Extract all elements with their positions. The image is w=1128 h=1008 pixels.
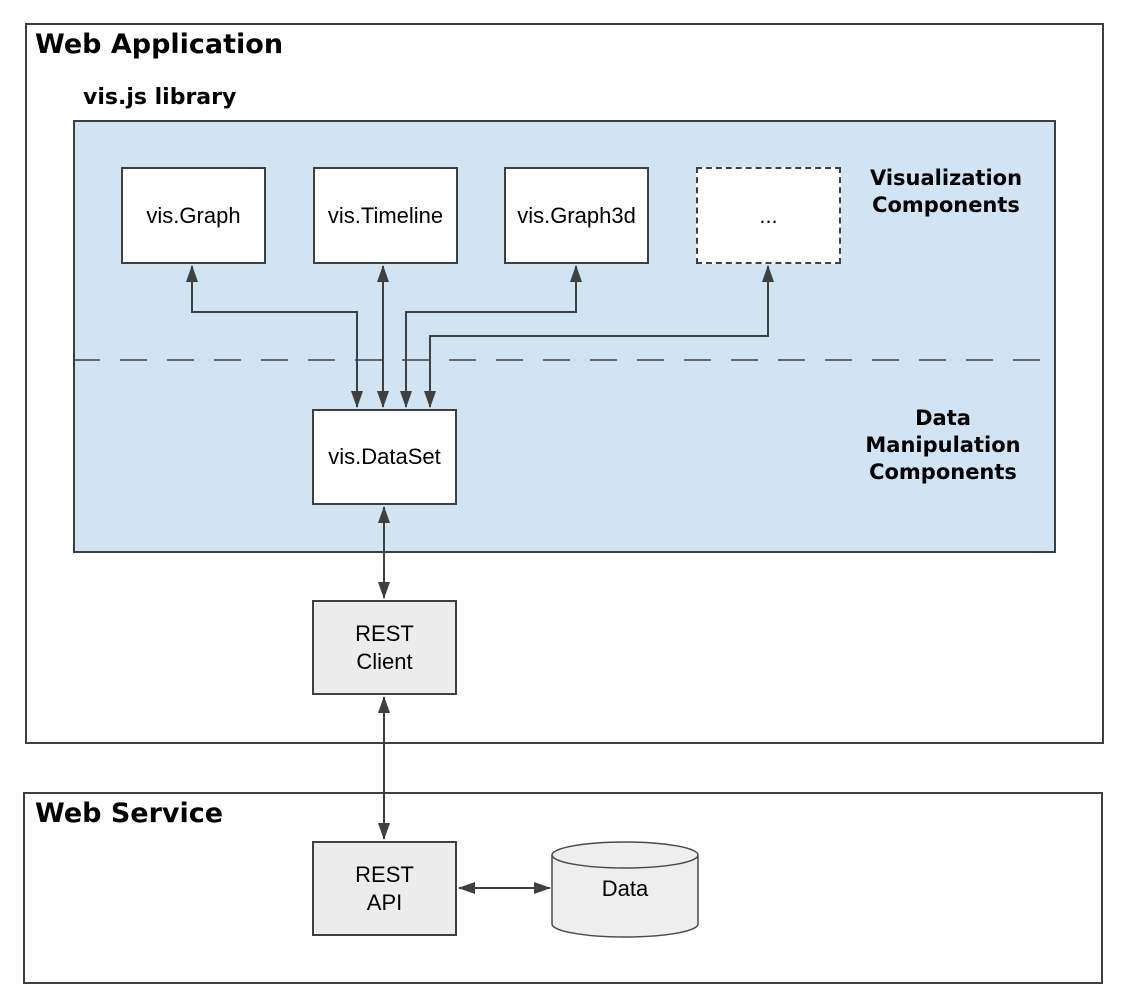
web-service-title: Web Service [35,798,224,829]
data-store-label: Data [601,875,649,901]
web-application-title: Web Application [35,29,284,60]
data-manipulation-components-label: Data Manipulation Components [865,406,1021,484]
node-vis-graph3d: vis.Graph3d [504,167,649,264]
node-vis-dataset: vis.DataSet [312,409,457,505]
node-vis-timeline: vis.Timeline [313,167,458,264]
node-vis-graph: vis.Graph [121,167,266,264]
visualization-components-label: Visualization Components [869,166,1023,217]
node-more-components: ... [696,167,841,264]
node-rest-client: REST Client [312,600,457,695]
visjs-library-label: vis.js library [83,85,237,110]
node-rest-api: REST API [312,841,457,936]
